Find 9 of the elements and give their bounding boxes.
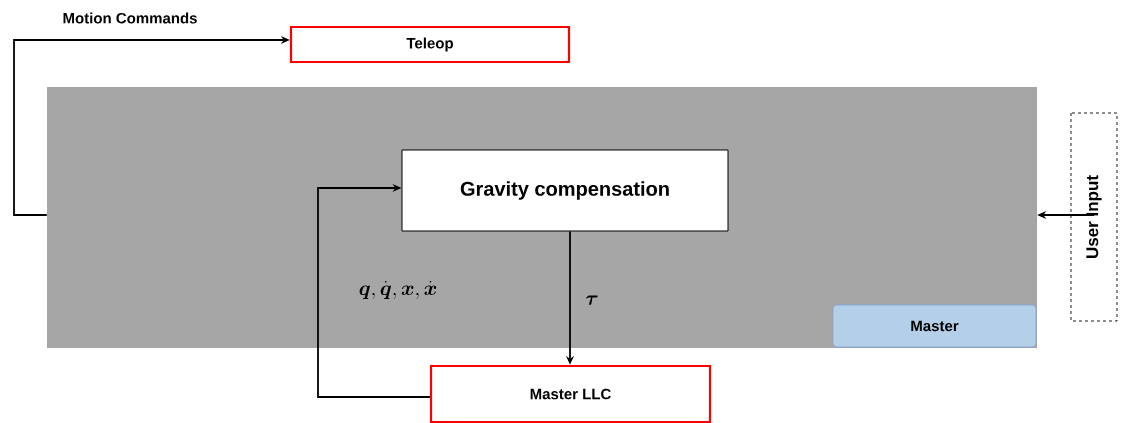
edge-label: $\boldsymbol{\tau}$	[584, 294, 600, 306]
process-box: Master LLC	[429, 364, 712, 423]
badge: Master	[832, 304, 1037, 348]
process-box: Gravity compensation	[401, 149, 729, 232]
input-box: User Input	[1070, 112, 1118, 322]
edge-label: Motion Commands	[61, 11, 199, 25]
process-box: Teleop	[289, 25, 571, 64]
arrow	[317, 183, 431, 398]
edge-label: $\boldsymbol{q}, \dot{\boldsymbol{q}}, \boldsymbol{x}, \dot{\boldsymbol{x}}$	[357, 280, 439, 300]
